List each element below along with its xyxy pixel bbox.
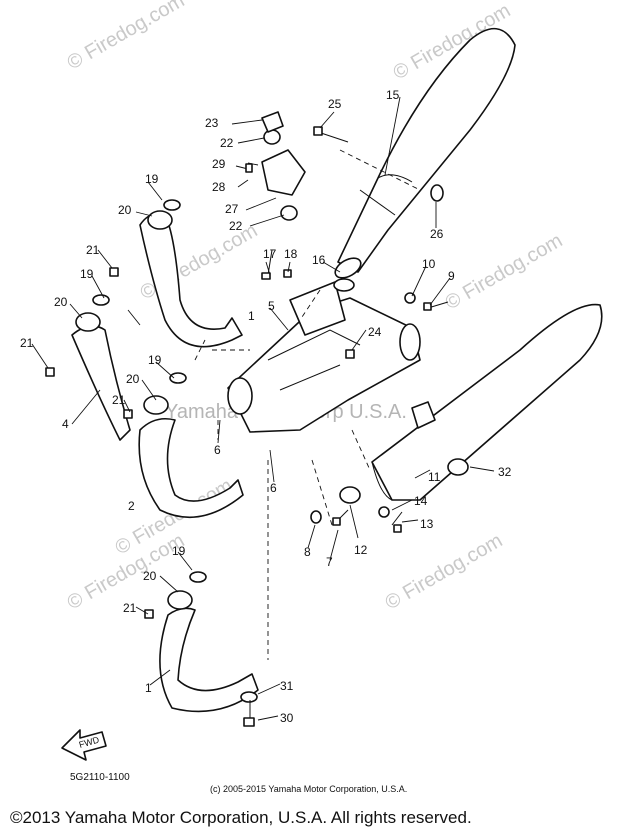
muffler-bracket <box>261 111 306 196</box>
part-number: 32 <box>498 465 512 479</box>
part-number: 8 <box>304 545 311 559</box>
part-number: 30 <box>280 711 294 725</box>
part-number: 21 <box>86 243 100 257</box>
leader-lines <box>31 96 495 721</box>
exhaust-pipe-middle <box>138 417 244 518</box>
part-number: 20 <box>118 203 132 217</box>
part-number: 12 <box>354 543 368 557</box>
assembly-lines <box>194 149 421 660</box>
part-number: 15 <box>386 88 400 102</box>
part-number: 23 <box>205 116 219 130</box>
part-number: 21 <box>20 336 34 350</box>
part-number: 19 <box>148 353 162 367</box>
exhaust-pipe-lower <box>159 607 259 713</box>
part-number: 7 <box>326 555 333 569</box>
part-number: 1 <box>145 681 152 695</box>
flange-gaskets <box>75 129 469 703</box>
part-callouts: 1 2 4 5 6 6 7 8 9 10 11 12 13 14 15 16 1… <box>20 88 512 725</box>
part-number: 1 <box>248 309 255 323</box>
part-number: 21 <box>123 601 137 615</box>
part-number: 22 <box>229 219 243 233</box>
forward-arrow-icon: FWD <box>61 729 107 761</box>
muffler-lower <box>371 303 603 501</box>
small-copyright: (c) 2005-2015 Yamaha Motor Corporation, … <box>210 784 407 794</box>
watermark: © Firedog.com <box>382 530 507 615</box>
part-number: 26 <box>430 227 444 241</box>
part-number: 19 <box>145 172 159 186</box>
part-number: 18 <box>284 247 298 261</box>
part-number: 24 <box>368 325 382 339</box>
part-number: 14 <box>414 494 428 508</box>
drawing-code: 5G2110-1100 <box>70 772 130 783</box>
muffler-upper <box>334 27 516 279</box>
part-number: 25 <box>328 97 342 111</box>
part-number: 17 <box>263 247 277 261</box>
part-number: 31 <box>280 679 294 693</box>
part-number: 20 <box>126 372 140 386</box>
part-number: 11 <box>428 470 441 484</box>
part-number: 20 <box>54 295 68 309</box>
part-number: 16 <box>312 253 326 267</box>
bolts <box>45 126 449 727</box>
part-number: 20 <box>143 569 157 583</box>
part-number: 13 <box>420 517 434 531</box>
part-number: 19 <box>172 544 186 558</box>
part-number: 6 <box>214 443 221 457</box>
part-number: 9 <box>448 269 455 283</box>
part-number: 5 <box>268 299 275 313</box>
part-number: 10 <box>422 257 436 271</box>
exhaust-chamber <box>227 281 421 433</box>
part-number: 29 <box>212 157 226 171</box>
part-number: 2 <box>128 499 135 513</box>
part-number: 6 <box>270 481 277 495</box>
part-number: 22 <box>220 136 234 150</box>
part-number: 27 <box>225 202 239 216</box>
footer-copyright: ©2013 Yamaha Motor Corporation, U.S.A. A… <box>10 808 472 827</box>
watermark: © Firedog.com <box>442 230 567 315</box>
part-number: 19 <box>80 267 94 281</box>
part-number: 21 <box>112 393 126 407</box>
part-number: 4 <box>62 417 69 431</box>
part-number: 28 <box>212 180 226 194</box>
watermark: © Firedog.com <box>64 0 189 74</box>
